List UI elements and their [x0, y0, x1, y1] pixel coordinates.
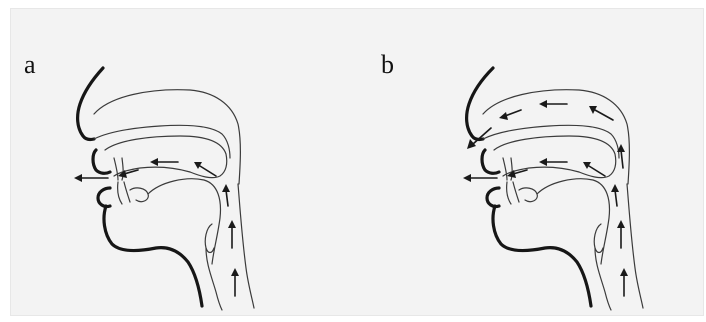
- arrow-oral-2: [150, 158, 178, 166]
- nasal-floor: [483, 125, 619, 158]
- arrow-oral-1: [194, 162, 216, 176]
- nasal-cavity-outline: [94, 90, 240, 184]
- chin-outline: [493, 206, 591, 306]
- arrow-oral-3: [118, 170, 138, 178]
- arrow-nasal-2: [539, 100, 567, 108]
- larynx-front: [206, 248, 222, 310]
- larynx-front: [595, 248, 611, 310]
- arrow-up-pharynx-1: [620, 268, 628, 296]
- nose-outline: [78, 68, 103, 140]
- arrow-up-pharynx-2: [617, 220, 625, 248]
- lower-lip: [487, 188, 499, 207]
- pharynx-wall: [627, 184, 643, 308]
- lower-lip: [98, 188, 110, 207]
- arrow-oral-3: [507, 170, 527, 178]
- pharynx-wall: [238, 184, 254, 308]
- arrow-up-pharynx-1: [231, 268, 239, 296]
- arrow-oral-exit: [74, 174, 108, 182]
- arrow-nasal-3: [499, 110, 521, 120]
- arrow-up-pharynx-3: [222, 184, 230, 206]
- arrow-oral-1: [583, 162, 605, 176]
- nasal-floor: [94, 125, 230, 158]
- arrow-up-pharynx-3: [611, 184, 619, 206]
- panel-b: b: [353, 8, 706, 322]
- arrow-up-pharynx-2: [228, 220, 236, 248]
- upper-lip: [93, 150, 110, 173]
- lower-teeth: [118, 182, 130, 204]
- arrow-oral-2: [539, 158, 567, 166]
- arrow-oral-exit: [463, 174, 497, 182]
- arrow-nasal-1: [589, 106, 613, 120]
- chin-outline: [104, 206, 202, 306]
- airflow-arrows: [74, 158, 239, 296]
- lower-teeth: [507, 182, 519, 204]
- vocal-tract-diagram-a: [0, 8, 353, 322]
- panel-a: a: [0, 8, 353, 322]
- vocal-tract-diagram-b: [353, 8, 706, 322]
- upper-lip: [482, 150, 499, 173]
